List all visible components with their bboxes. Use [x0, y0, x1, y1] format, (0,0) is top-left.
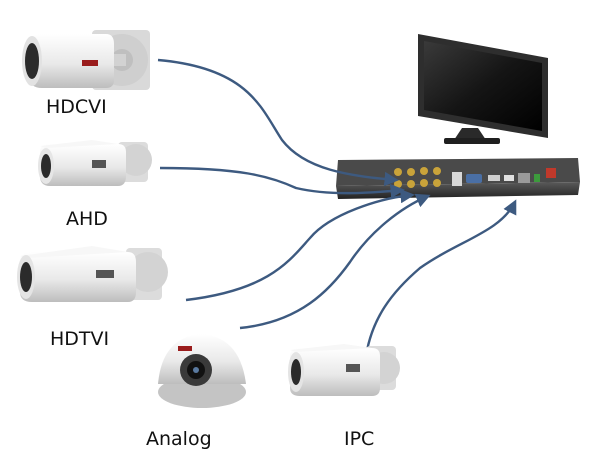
- cable-ipc: [364, 199, 517, 357]
- power-switch: [546, 168, 556, 178]
- camera-ahd: [38, 140, 152, 186]
- monitor-base: [444, 138, 500, 144]
- alarm-port: [534, 174, 540, 182]
- monitor-stand: [454, 128, 486, 140]
- cables: [157, 58, 517, 357]
- cable-ahd: [159, 166, 405, 199]
- vga-port: [466, 174, 482, 183]
- audio-ports: [452, 172, 462, 186]
- camera-hdtvi: [17, 246, 168, 302]
- camera-ipc: [288, 344, 400, 396]
- camera-hdcvi: [22, 30, 150, 90]
- lan-port: [518, 173, 530, 183]
- label-ahd: AHD: [66, 208, 108, 230]
- label-ipc: IPC: [344, 428, 375, 450]
- hdmi-port: [488, 175, 500, 181]
- monitor-screen: [424, 41, 542, 131]
- label-analog: Analog: [146, 428, 212, 450]
- camera-analog: [158, 334, 246, 408]
- monitor: [418, 34, 548, 144]
- label-hdcvi: HDCVI: [46, 96, 107, 118]
- usb-port: [504, 175, 514, 181]
- cable-hdcvi: [157, 58, 399, 187]
- cable-hdtvi: [185, 188, 415, 302]
- cable-analog: [239, 193, 431, 330]
- label-hdtvi: HDTVI: [50, 328, 110, 350]
